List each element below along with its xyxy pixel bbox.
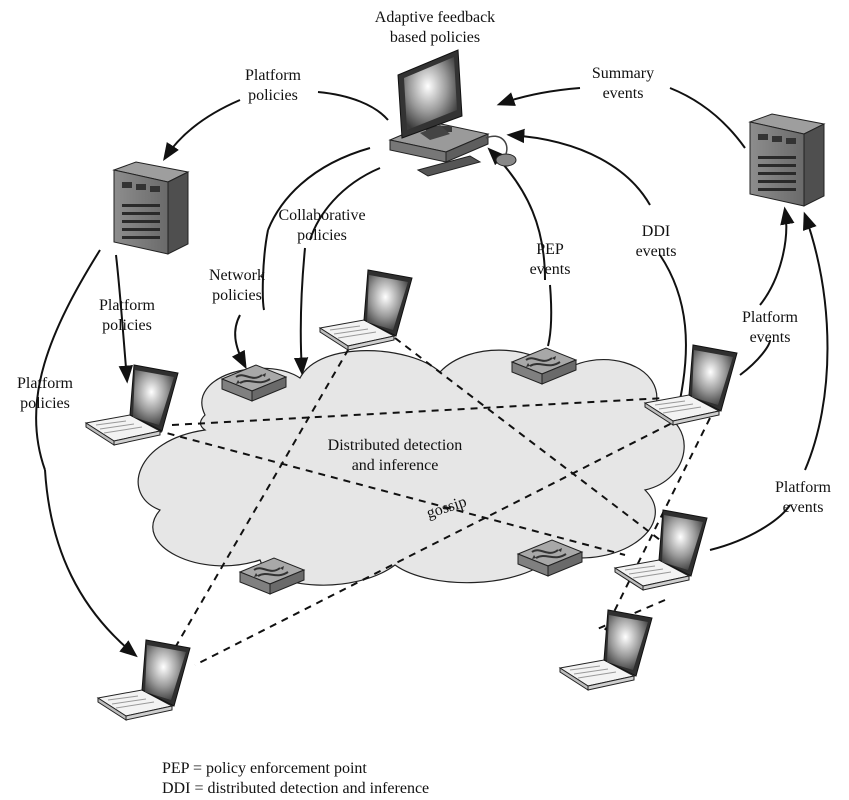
laptop-top [319, 269, 413, 351]
gossip-links [154, 337, 711, 666]
laptop-bottom-left [97, 639, 191, 721]
ddi-cloud [137, 349, 685, 586]
laptop-right-upper [644, 344, 738, 426]
flow-arrows [35, 87, 829, 658]
legend-ddi: DDI = distributed detection and inferenc… [162, 780, 430, 797]
platform-server-right [749, 113, 825, 207]
laptop-bottom-right [559, 609, 653, 691]
admin-workstation [388, 49, 517, 177]
legend: PEP = policy enforcement point DDI = dis… [162, 759, 429, 799]
platform-server-left [113, 161, 189, 255]
legend-pep: PEP = policy enforcement point [162, 760, 367, 777]
laptop-left [85, 364, 179, 446]
